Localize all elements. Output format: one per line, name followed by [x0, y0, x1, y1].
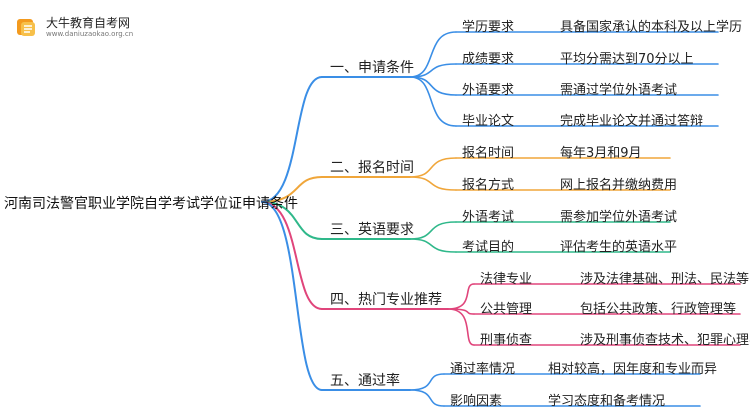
leaf-link — [409, 238, 457, 253]
leaf-value: 每年3月和9月 — [560, 146, 642, 161]
branch-node: 二、报名时间 — [330, 160, 414, 176]
root-branch-link — [261, 176, 323, 203]
leaf-value: 需通过学位外语考试 — [560, 83, 678, 98]
leaf-value: 涉及法律基础、刑法、民法等 — [580, 272, 750, 287]
leaf-key: 外语考试 — [462, 210, 515, 225]
leaf-key: 毕业论文 — [462, 114, 515, 129]
leaf-link — [409, 221, 457, 240]
leaf-key: 影响因素 — [450, 394, 503, 409]
leaf-value: 具备国家承认的本科及以上学历 — [560, 20, 743, 35]
leaf-key: 刑事侦查 — [480, 333, 533, 348]
site-logo: 大牛教育自考网 www.daniuzaokao.org.cn — [14, 14, 133, 40]
leaf-key: 报名时间 — [462, 146, 515, 161]
logo-subtitle: www.daniuzaokao.org.cn — [46, 29, 134, 38]
leaf-value: 评估考生的英语水平 — [560, 240, 678, 255]
leaf-value: 平均分需达到70分以上 — [560, 52, 694, 67]
leaf-key: 通过率情况 — [450, 362, 516, 377]
leaf-link — [409, 373, 445, 391]
leaf-key: 考试目的 — [462, 240, 515, 255]
leaf-key: 学历要求 — [462, 20, 515, 35]
leaf-value: 涉及刑事侦查技术、犯罪心理学等 — [580, 333, 750, 348]
leaf-value: 完成毕业论文并通过答辩 — [560, 114, 704, 129]
leaf-link — [409, 157, 457, 178]
branch-node: 三、英语要求 — [330, 222, 414, 238]
leaf-value: 需参加学位外语考试 — [560, 210, 678, 225]
leaf-link — [409, 31, 457, 78]
leaf-link — [409, 76, 457, 96]
leaf-link — [409, 389, 445, 407]
leaf-value: 网上报名并缴纳费用 — [560, 178, 678, 193]
root-node: 河南司法警官职业学院自学考试学位证申请条件 — [4, 196, 298, 212]
book-logo-icon — [17, 19, 35, 36]
leaf-value: 包括公共政策、行政管理等 — [580, 302, 737, 317]
logo-title: 大牛教育自考网 — [46, 15, 131, 30]
root-branch-link — [261, 201, 323, 391]
root-branch-link — [261, 76, 323, 203]
leaf-key: 外语要求 — [462, 83, 515, 98]
branch-node: 一、申请条件 — [330, 60, 414, 76]
root-branch-link — [261, 201, 323, 310]
leaf-link — [447, 283, 475, 310]
branch-node: 五、通过率 — [330, 373, 400, 389]
leaf-link — [409, 176, 457, 191]
branch-node: 四、热门专业推荐 — [330, 292, 442, 308]
leaf-key: 成绩要求 — [462, 52, 515, 67]
leaf-value: 学习态度和备考情况 — [548, 394, 666, 409]
leaf-key: 法律专业 — [480, 272, 533, 287]
leaf-link — [447, 308, 475, 346]
leaf-value: 相对较高，因年度和专业而异 — [548, 362, 718, 377]
leaf-key: 报名方式 — [462, 178, 515, 193]
root-branch-link — [261, 201, 323, 240]
leaf-link — [409, 76, 457, 127]
leaf-key: 公共管理 — [480, 302, 533, 317]
